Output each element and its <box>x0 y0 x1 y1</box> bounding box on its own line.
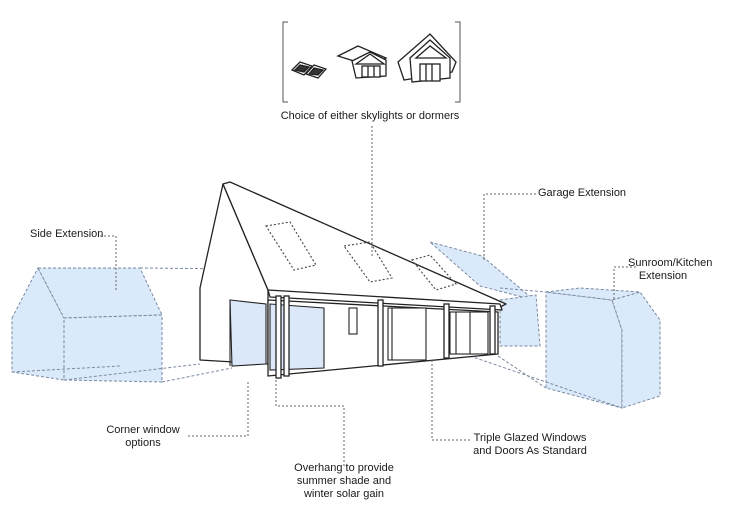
skylight-outline <box>343 241 393 283</box>
side-extension <box>11 266 163 383</box>
sunroom-label-line2: Extension <box>638 270 688 282</box>
sunroom-label-line1: Sunroom/Kitchen <box>628 257 713 269</box>
overhang-label: Overhang to provide summer shade and win… <box>282 462 406 501</box>
triple-label-line2: and Doors As Standard <box>473 445 587 457</box>
skylight-outline <box>265 221 317 271</box>
veranda-posts <box>275 295 496 379</box>
overhang-label-line1: Overhang to provide <box>294 462 394 474</box>
dormer-outline <box>411 254 457 291</box>
leader-lines <box>100 126 636 466</box>
triple-label-line1: Triple Glazed Windows <box>473 432 587 444</box>
triple-glazed-label: Triple Glazed Windows and Doors As Stand… <box>460 432 600 458</box>
sunroom-extension <box>545 287 661 409</box>
overhang-label-line3: winter solar gain <box>303 488 385 500</box>
small-dormer-icon <box>336 45 388 79</box>
corner-label-line2: options <box>125 437 161 449</box>
overhang-label-line2: summer shade and <box>296 475 392 487</box>
garage-extension <box>429 241 541 347</box>
skylight-icon <box>290 61 328 79</box>
large-dormer-icon <box>397 33 457 83</box>
corner-window-label: Corner window options <box>100 424 186 450</box>
roof-windows <box>265 221 457 291</box>
sunroom-floor <box>469 287 623 409</box>
sunroom-extension-label: Sunroom/Kitchen Extension <box>628 257 713 283</box>
options-caption: Choice of either skylights or dormers <box>280 110 460 122</box>
options-bracket <box>282 21 461 103</box>
corner-label-line1: Corner window <box>106 424 180 436</box>
side-extension-label: Side Extension <box>30 228 104 240</box>
garage-extension-label: Garage Extension <box>538 187 627 199</box>
main-house <box>199 181 507 377</box>
front-openings <box>348 307 489 361</box>
